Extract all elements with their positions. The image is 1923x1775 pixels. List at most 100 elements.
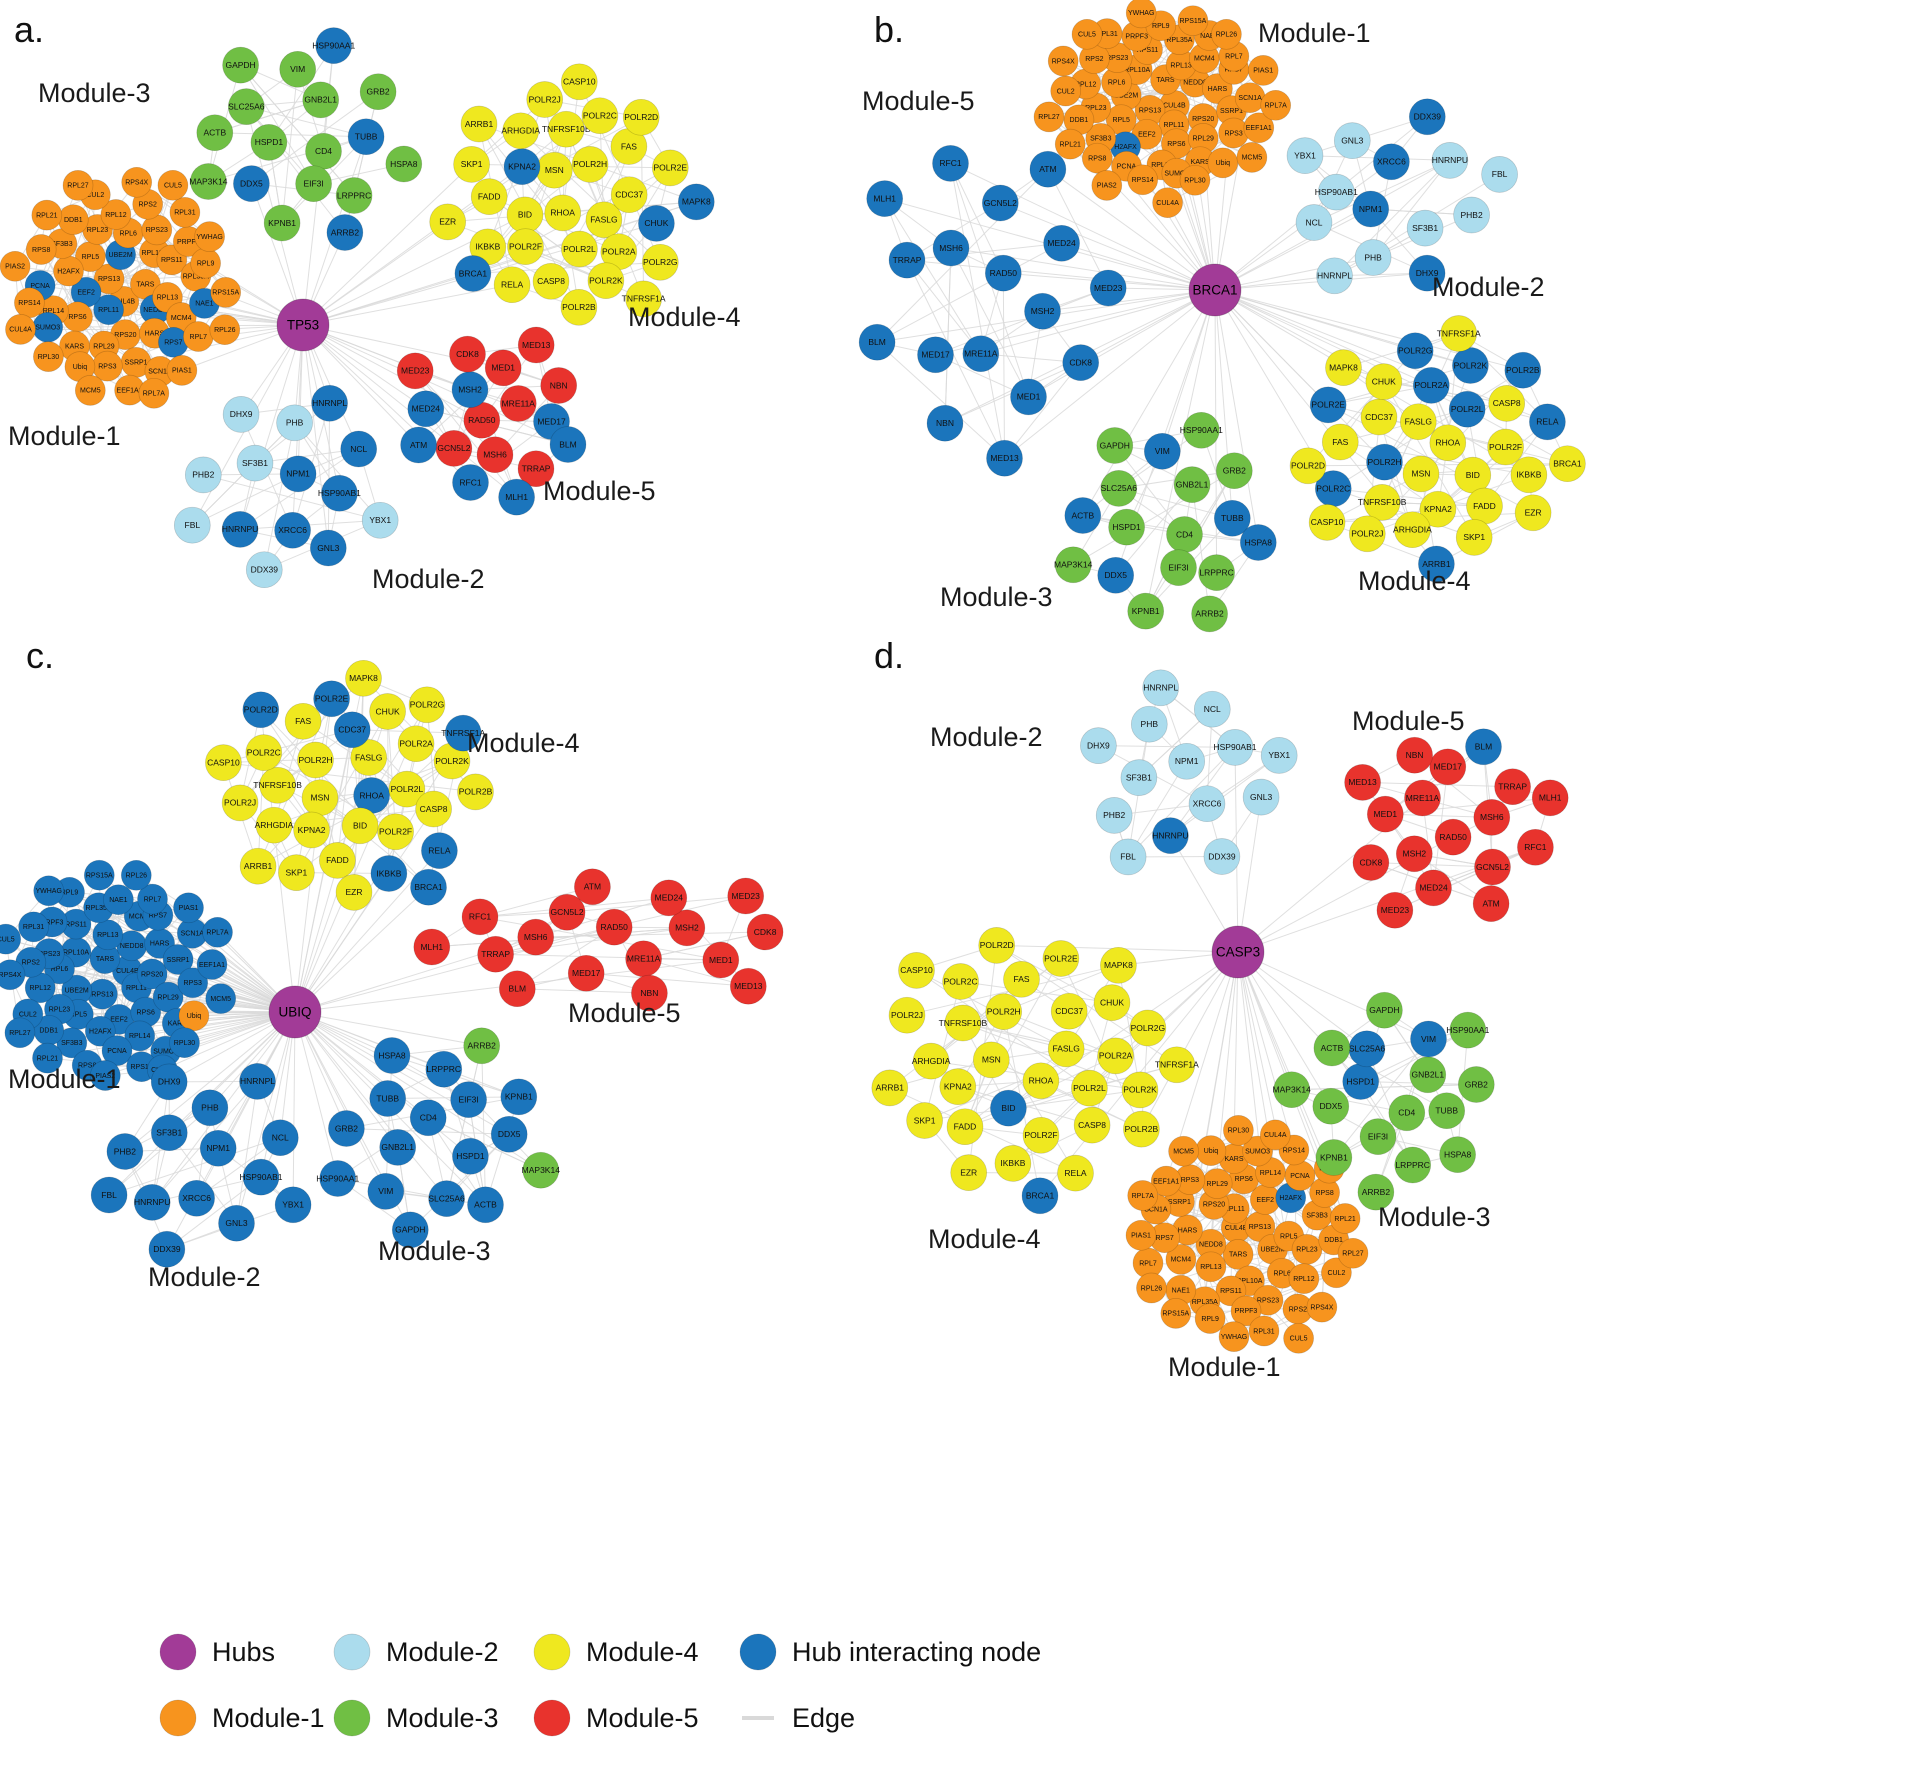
node-circle	[157, 169, 189, 201]
legend-label: Module-5	[586, 1703, 699, 1733]
node-label: XRCC6	[278, 525, 307, 535]
node-MAPK8: MAPK8	[1100, 946, 1137, 984]
node-label: DHX9	[1416, 268, 1439, 278]
node-label: MED17	[572, 968, 601, 978]
node-label: EEF1A1	[117, 387, 143, 394]
label-layer: Module-1Module-5Module-2Module-4Module-3…	[862, 9, 1545, 612]
node-circle	[407, 390, 445, 428]
hub-edge	[1161, 289, 1216, 452]
node-circle	[1488, 385, 1526, 422]
node-ARRB1: ARRB1	[871, 1069, 909, 1107]
node-label: UBE2M	[1114, 93, 1138, 100]
node-MSH6: MSH6	[476, 436, 514, 474]
module-label-b: Module-3	[940, 582, 1053, 612]
node-label: DDX39	[1414, 112, 1442, 122]
node-FASLG: FASLG	[1399, 403, 1437, 441]
node-MSN: MSN	[972, 1041, 1010, 1079]
node-label: TNFRSF10B	[939, 1018, 988, 1028]
edge	[1115, 484, 1193, 576]
node-circle	[1366, 443, 1403, 481]
node-label: ARRB1	[465, 119, 494, 129]
node-label: MRE11A	[964, 349, 998, 359]
node-label: RPL12	[29, 985, 51, 992]
node-RPL13: RPL13	[92, 919, 124, 951]
node-label: YWHAG	[1128, 10, 1154, 17]
legend-color-swatch	[333, 1633, 371, 1671]
node-RPL30: RPL30	[33, 341, 64, 372]
node-circle	[1504, 351, 1542, 389]
node-RPS15A: RPS15A	[210, 277, 242, 308]
node-label: MSH6	[483, 450, 507, 460]
hub-UBIQ: UBIQ	[268, 985, 322, 1039]
node-KPNB1: KPNB1	[500, 1078, 538, 1116]
node-label: HSPD1	[255, 137, 284, 147]
node-MED23: MED23	[1376, 891, 1414, 929]
node-circle	[242, 1158, 280, 1196]
node-circle	[297, 741, 334, 779]
node-label: PRPF3	[1235, 1308, 1258, 1315]
node-MAPK8: MAPK8	[677, 183, 715, 221]
node-label: POLR2A	[399, 739, 433, 749]
node-label: YBX1	[282, 1200, 304, 1210]
node-SLC25A6: SLC25A6	[1100, 470, 1137, 507]
node-KPNB1: KPNB1	[1315, 1139, 1353, 1176]
node-EIF3I: EIF3I	[1160, 549, 1197, 586]
node-label: MED17	[1434, 762, 1463, 772]
node-label: FAS	[1332, 437, 1348, 447]
node-circle	[595, 908, 633, 946]
node-SF3B1: SF3B1	[1406, 209, 1444, 247]
node-label: RPL12	[1293, 1276, 1315, 1283]
node-label: PHB	[1141, 719, 1159, 729]
node-label: TNFRSF1A	[1155, 1060, 1199, 1070]
node-label: FADD	[478, 191, 501, 201]
node-label: RPS20	[1203, 1202, 1225, 1209]
node-label: CDC37	[615, 190, 643, 200]
node-label: RPL14	[129, 1033, 151, 1040]
node-label: POLR2H	[1367, 457, 1401, 467]
node-circle	[367, 1173, 405, 1210]
node-RFC1: RFC1	[461, 898, 499, 936]
node-RPS15A: RPS15A	[1177, 5, 1209, 37]
node-label: RPS2	[139, 202, 157, 209]
node-circle	[245, 551, 283, 589]
node-MCM5: MCM5	[74, 375, 106, 406]
node-label: POLR2L	[1073, 1083, 1106, 1093]
node-circle	[450, 1081, 487, 1118]
node-FBL: FBL	[1481, 156, 1518, 193]
node-ARHGDIA: ARHGDIA	[501, 112, 540, 150]
node-circle	[385, 145, 423, 183]
node-RPL21: RPL21	[31, 199, 63, 231]
node-KPNA2: KPNA2	[1419, 490, 1457, 528]
node-SLC25A6: SLC25A6	[428, 1180, 465, 1217]
node-label: RPS15A	[86, 873, 113, 880]
node-MED24: MED24	[407, 390, 445, 428]
node-label: NAE1	[195, 301, 213, 308]
node-circle	[1394, 511, 1431, 549]
node-circle	[90, 1176, 128, 1214]
node-VIM: VIM	[1143, 432, 1181, 470]
hub-edge	[980, 289, 1216, 355]
node-circle	[493, 266, 531, 304]
node-RPL7: RPL7	[137, 883, 168, 915]
node-CUL5: CUL5	[1071, 18, 1103, 50]
node-label: MED23	[401, 366, 430, 376]
node-CUL2: CUL2	[1050, 75, 1082, 107]
node-FADD: FADD	[1466, 487, 1503, 525]
node-label: CASP10	[900, 965, 933, 975]
node-label: Ubiq	[73, 364, 88, 371]
node-label: NBN	[936, 418, 954, 428]
node-label: SF3B3	[61, 1040, 83, 1047]
node-circle	[1127, 592, 1165, 630]
node-RPS15A: RPS15A	[83, 859, 115, 891]
node-label: SF3B3	[1090, 136, 1112, 143]
node-circle	[136, 958, 168, 990]
node-circle	[574, 868, 611, 906]
node-label: RPL5	[70, 1012, 88, 1019]
edge	[443, 1069, 486, 1205]
node-NBN: NBN	[1396, 736, 1433, 774]
node-circle	[428, 1180, 465, 1217]
node-label: POLR2F	[509, 241, 542, 251]
node-label: TUBB	[376, 1093, 399, 1103]
node-label: H2AFX	[89, 1029, 112, 1036]
node-EIF3I: EIF3I	[295, 165, 332, 203]
